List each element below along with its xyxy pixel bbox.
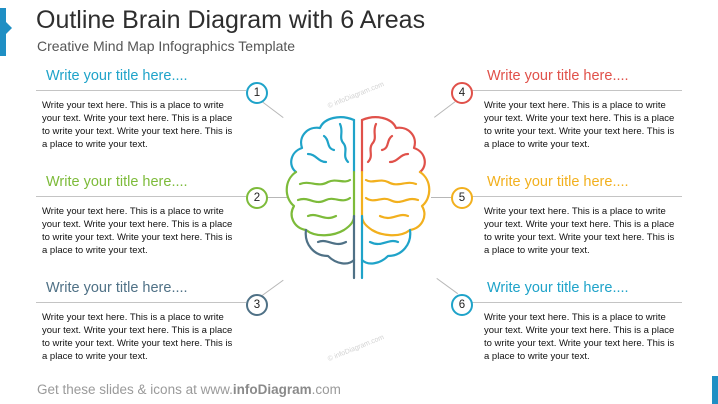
brain-right-top-lobe (360, 116, 426, 174)
left-accent-marker (0, 8, 12, 56)
area-2-title: Write your title here.... (46, 174, 188, 190)
footer: Get these slides & icons at www.infoDiag… (37, 382, 341, 397)
right-accent-marker (712, 376, 718, 404)
badge-3: 3 (246, 294, 268, 316)
footer-prefix: Get these slides & icons at www. (37, 382, 233, 397)
page-subtitle: Creative Mind Map Infographics Template (37, 38, 296, 54)
area-5-divider (472, 196, 682, 197)
area-6-title: Write your title here.... (487, 280, 629, 296)
area-3-text: Write your text here. This is a place to… (42, 312, 233, 362)
footer-brand: infoDiagram (232, 382, 312, 397)
badge-4: 4 (451, 82, 473, 104)
area-1-title: Write your title here.... (46, 68, 188, 84)
area-4-title: Write your title here.... (487, 68, 629, 84)
area-2-text: Write your text here. This is a place to… (42, 206, 233, 256)
footer-suffix: .com (311, 382, 341, 397)
area-3-divider (36, 302, 246, 303)
connector-6 (436, 278, 459, 295)
badge-2: 2 (246, 187, 268, 209)
badge-1: 1 (246, 82, 268, 104)
area-6-divider (472, 302, 682, 303)
brain-left-bottom-lobe (304, 214, 356, 280)
brain-left-middle-lobe (285, 170, 356, 237)
badge-5: 5 (451, 187, 473, 209)
area-1-divider (36, 90, 246, 91)
area-5-text: Write your text here. This is a place to… (484, 206, 675, 256)
brain-icon (285, 116, 431, 280)
brain-right-bottom-lobe (360, 214, 412, 280)
area-4-text: Write your text here. This is a place to… (484, 100, 675, 150)
watermark-bottom: © infoDiagram.com (326, 334, 386, 363)
area-4-divider (472, 90, 682, 91)
area-1-text: Write your text here. This is a place to… (42, 100, 233, 150)
area-5-title: Write your title here.... (487, 174, 629, 190)
area-2-divider (36, 196, 246, 197)
connector-5 (431, 197, 451, 198)
brain-right-middle-lobe (360, 170, 431, 237)
connector-2 (267, 197, 287, 198)
brain-left-top-lobe (290, 116, 356, 174)
watermark-top: © infoDiagram.com (326, 81, 386, 110)
badge-6: 6 (451, 294, 473, 316)
area-6-text: Write your text here. This is a place to… (484, 312, 675, 362)
connector-3 (262, 279, 284, 296)
area-3-title: Write your title here.... (46, 280, 188, 296)
page-title: Outline Brain Diagram with 6 Areas (36, 6, 426, 34)
